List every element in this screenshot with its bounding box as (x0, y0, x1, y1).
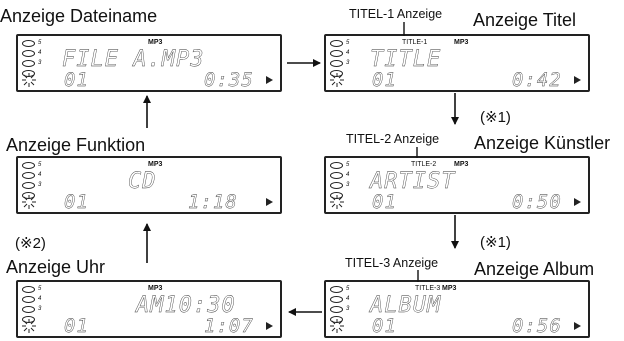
lcd-panel-kuenstler: 5 4 3 TITLE-2 MP3 ARTIST 01 0:50 (324, 156, 590, 214)
lcd-time: 0:56 (512, 315, 562, 337)
spark-icon (330, 195, 344, 209)
mp3-indicator: MP3 (148, 285, 163, 292)
label-titel2-anzeige: TITEL-2 Anzeige (346, 132, 440, 146)
lcd-top-text: ARTIST (370, 169, 456, 194)
disc-icon (330, 296, 343, 303)
play-icon (266, 198, 273, 206)
disc-icon (330, 40, 343, 47)
lcd-panel-titel: 5 4 3 TITLE-1 MP3 TITLE 01 0:42 (324, 34, 590, 92)
lcd-panel-uhr: 5 4 3 MP3 AM10:30 01 1:07 (16, 280, 282, 338)
mp3-indicator: MP3 (442, 285, 457, 292)
disc-icon (22, 172, 35, 179)
label-anzeige-titel: Anzeige Titel (473, 10, 577, 30)
disc-icon (330, 306, 343, 313)
lcd-time: 1:18 (188, 191, 238, 213)
title-indicator: TITLE-3 (415, 285, 441, 292)
disc-number: 4 (38, 296, 42, 302)
disc-number: 3 (346, 60, 350, 66)
disc-number: 5 (346, 162, 350, 168)
disc-icon (330, 182, 343, 189)
disc-number: 4 (38, 50, 42, 56)
label-anzeige-dateiname: Anzeige Dateiname (0, 6, 158, 26)
spark-icon (22, 195, 36, 209)
disc-icon (22, 296, 35, 303)
label-anzeige-kuenstler: Anzeige Künstler (474, 133, 611, 153)
label-anzeige-funktion: Anzeige Funktion (6, 135, 146, 155)
mp3-indicator: MP3 (148, 161, 163, 168)
play-icon (574, 76, 581, 84)
lcd-track-number: 01 (372, 315, 397, 337)
disc-icon (22, 50, 35, 57)
note-2: (※2) (15, 235, 46, 252)
label-titel1-anzeige: TITEL-1 Anzeige (349, 7, 443, 21)
lcd-time: 0:42 (512, 69, 562, 91)
lcd-track-number: 01 (372, 69, 397, 91)
disc-number: 5 (38, 162, 42, 168)
spark-icon (330, 319, 344, 333)
lcd-top-text: FILE A.MP3 (62, 47, 205, 72)
disc-icon (330, 172, 343, 179)
lcd-time: 0:35 (204, 69, 254, 91)
lcd-panel-album: 5 4 3 TITLE-3 MP3 ALBUM 01 0:56 (324, 280, 590, 338)
title-indicator: TITLE-2 (411, 161, 437, 168)
disc-number: 4 (346, 50, 350, 56)
disc-icon (330, 286, 343, 293)
play-icon (266, 76, 273, 84)
lcd-panel-dateiname: 5 4 3 MP3 FILE A.MP3 01 0:35 (16, 34, 282, 92)
lcd-panel-funktion: 5 4 3 MP3 CD 01 1:18 (16, 156, 282, 214)
disc-number: 3 (346, 182, 350, 188)
disc-number: 4 (346, 296, 350, 302)
disc-number: 5 (38, 40, 42, 46)
disc-icon (330, 162, 343, 169)
lcd-top-text: CD (128, 169, 157, 194)
disc-number: 3 (38, 60, 42, 66)
lcd-time: 0:50 (512, 191, 562, 213)
mp3-indicator: MP3 (148, 39, 163, 46)
disc-icon (22, 182, 35, 189)
lcd-top-text: AM10:30 (136, 293, 236, 318)
disc-icon (22, 286, 35, 293)
disc-number: 4 (38, 172, 42, 178)
lcd-track-number: 01 (64, 191, 89, 213)
play-icon (574, 198, 581, 206)
lcd-top-text: ALBUM (370, 293, 442, 318)
note-1-b: (※1) (480, 234, 511, 251)
mp3-indicator: MP3 (454, 161, 469, 168)
disc-number: 4 (346, 172, 350, 178)
disc-number: 5 (346, 40, 350, 46)
disc-icon (22, 40, 35, 47)
label-titel3-anzeige: TITEL-3 Anzeige (345, 256, 439, 270)
disc-number: 3 (346, 306, 350, 312)
disc-icon (22, 60, 35, 67)
mp3-indicator: MP3 (454, 39, 469, 46)
disc-number: 5 (38, 286, 42, 292)
note-1-a: (※1) (480, 109, 511, 126)
disc-icon (330, 50, 343, 57)
label-anzeige-album: Anzeige Album (474, 259, 595, 279)
disc-number: 5 (346, 286, 350, 292)
lcd-track-number: 01 (64, 69, 89, 91)
spark-icon (22, 73, 36, 87)
lcd-top-text: TITLE (370, 47, 442, 72)
lcd-time: 1:07 (204, 315, 254, 337)
disc-icon (22, 306, 35, 313)
disc-icon (330, 60, 343, 67)
lcd-track-number: 01 (64, 315, 89, 337)
disc-icon (22, 162, 35, 169)
disc-number: 3 (38, 182, 42, 188)
disc-number: 3 (38, 306, 42, 312)
play-icon (266, 322, 273, 330)
title-indicator: TITLE-1 (402, 39, 428, 46)
label-anzeige-uhr: Anzeige Uhr (6, 257, 106, 277)
lcd-track-number: 01 (372, 191, 397, 213)
play-icon (574, 322, 581, 330)
spark-icon (330, 73, 344, 87)
spark-icon (22, 319, 36, 333)
